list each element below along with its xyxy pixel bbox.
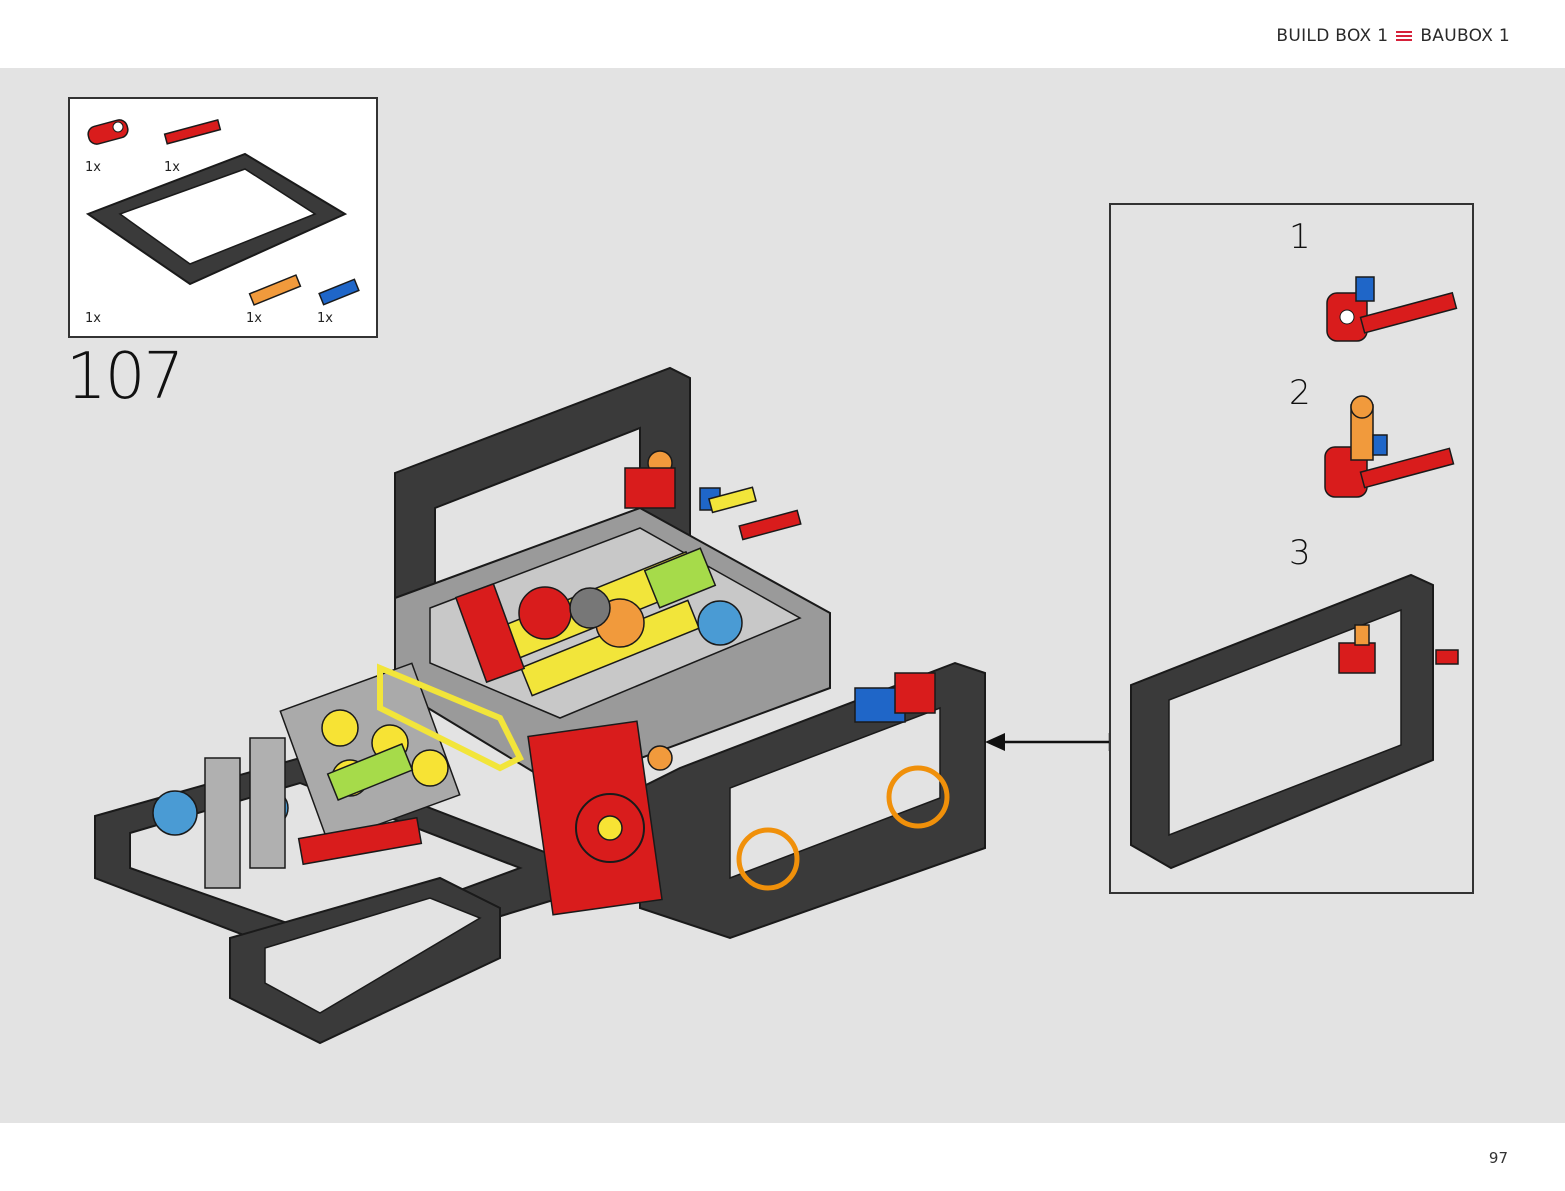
red-connector-icon [87, 119, 129, 145]
blue-pin-icon [318, 278, 360, 306]
substep-3-frame [1130, 573, 1459, 870]
substep-number-1: 1 [1289, 217, 1311, 257]
hamburger-icon [1396, 30, 1413, 42]
parts-illustration [85, 119, 360, 306]
page-header: BUILD BOX 1 BAUBOX 1 [0, 0, 1565, 68]
assembly-arrow [985, 733, 1112, 751]
orange-pin-icon [248, 274, 302, 306]
build-box-en: BUILD BOX 1 [1276, 26, 1389, 46]
callout-circle-1 [736, 827, 800, 891]
part-qty-red-axle-pin: 1x [164, 160, 180, 175]
part-qty-red-connector: 1x [85, 160, 101, 175]
left-gear-assembly [152, 662, 525, 889]
sub-assembly-box: 1 2 3 [1109, 203, 1474, 894]
step-number: 107 [66, 340, 184, 414]
substep-2-parts [1324, 395, 1455, 498]
callout-circle-2 [886, 765, 950, 829]
part-qty-frame: 1x [85, 311, 101, 326]
substep-number-2: 2 [1289, 373, 1311, 413]
parts-list-box: 1x 1x 1x 1x 1x [68, 97, 378, 338]
page-footer: 97 [0, 1123, 1565, 1191]
build-box-label: BUILD BOX 1 BAUBOX 1 [1276, 26, 1510, 46]
gearbox-body [394, 506, 831, 790]
dark-grey-frame-icon [85, 152, 348, 286]
substep-1-parts [1326, 276, 1458, 342]
substep-number-3: 3 [1289, 533, 1311, 573]
page-number: 97 [1488, 1149, 1508, 1167]
sub-assembly-illustration [1130, 276, 1459, 870]
part-qty-orange-pin: 1x [246, 311, 262, 326]
build-box-de: BAUBOX 1 [1420, 26, 1510, 46]
part-qty-blue-pin: 1x [317, 311, 333, 326]
main-assembly-illustration [94, 366, 1112, 1045]
red-axle-pin-icon [163, 119, 222, 145]
